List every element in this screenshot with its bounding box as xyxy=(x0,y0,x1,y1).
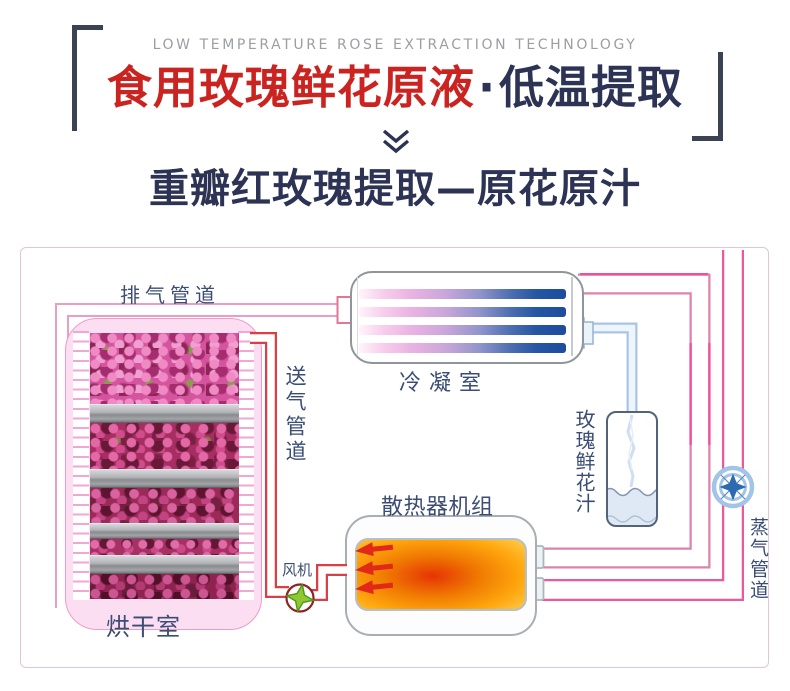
condenser-coil xyxy=(359,343,566,353)
chamber-ladder-left xyxy=(73,331,89,600)
juice-bottle xyxy=(606,411,658,527)
mist-icon xyxy=(626,414,636,488)
rose-petals-photo xyxy=(90,333,239,599)
tray-shelf xyxy=(90,469,239,488)
valve-icon xyxy=(711,465,755,509)
heat-arrows-icon xyxy=(355,542,394,595)
label-exhaust-pipe: 排气管道 xyxy=(120,283,220,307)
page-subtitle: 重瓣红玫瑰提取—原花原汁 xyxy=(149,166,641,212)
tray-shelf xyxy=(90,555,239,574)
supply-pipe xyxy=(250,332,347,601)
condenser-return-pipe xyxy=(542,273,711,569)
condenser-inner-wall-left xyxy=(357,277,358,356)
tray-shelf xyxy=(90,404,239,423)
tray-shelf xyxy=(90,523,239,539)
fan-icon xyxy=(284,582,316,614)
condenser-coil xyxy=(359,289,566,299)
steam-pipe xyxy=(542,250,744,601)
label-steam-pipe: 蒸气管道 xyxy=(747,517,769,601)
label-fan: 风机 xyxy=(282,561,313,579)
exhaust-pipe xyxy=(55,303,346,608)
petal-tray xyxy=(90,333,239,404)
chevron-down-icon xyxy=(380,128,412,156)
label-radiator-unit: 散热器机组 xyxy=(381,495,494,520)
bracket-top-left-decoration xyxy=(72,25,103,131)
label-supply-pipe: 送气管道 xyxy=(283,365,307,465)
drying-chamber xyxy=(65,318,262,630)
petal-tray xyxy=(90,539,239,555)
label-condenser: 冷凝室 xyxy=(399,371,490,396)
petal-tray xyxy=(90,488,239,523)
condenser-chamber xyxy=(350,271,584,364)
page-title-blue-part: 低温提取 xyxy=(499,61,684,114)
condenser-inner-wall-right xyxy=(571,277,573,356)
english-subtitle: LOW TEMPERATURE ROSE EXTRACTION TECHNOLO… xyxy=(152,37,638,53)
chamber-ladder-right xyxy=(238,331,254,600)
bracket-bottom-right-decoration xyxy=(692,52,723,141)
condensate-tube xyxy=(586,322,638,416)
condenser-coil xyxy=(359,325,566,335)
label-drying-room: 烘干室 xyxy=(106,613,181,641)
diagram-frame xyxy=(20,247,769,668)
petal-tray xyxy=(90,423,239,469)
title-separator-dot: · xyxy=(477,61,497,114)
page-title-red-part: 食用玫瑰鲜花原液 xyxy=(106,61,475,114)
label-rose-juice: 玫瑰鲜花汁 xyxy=(572,409,596,514)
petal-tray xyxy=(90,574,239,599)
condenser-coil xyxy=(359,307,566,317)
page-title: 食用玫瑰鲜花原液·低温提取 xyxy=(0,62,790,114)
